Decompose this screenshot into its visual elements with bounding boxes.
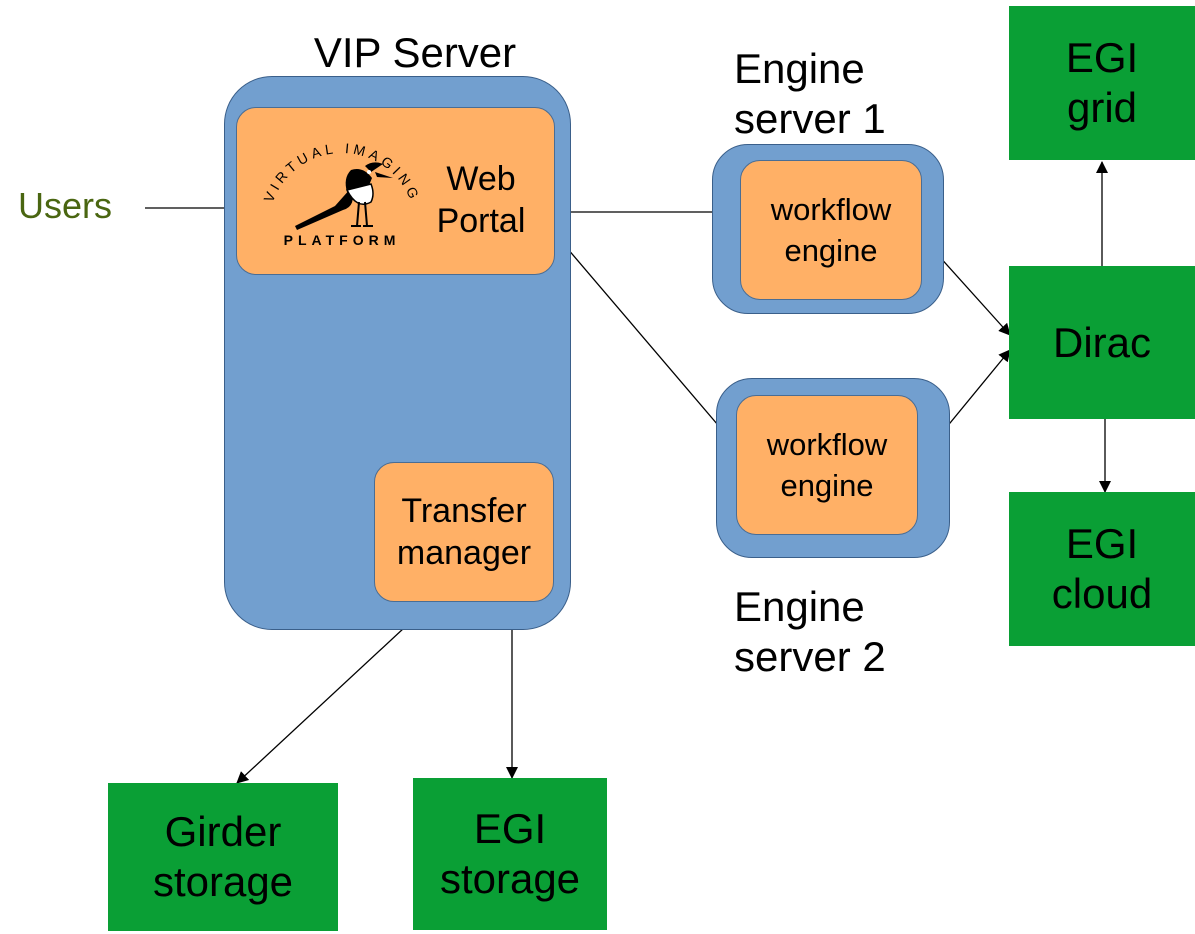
arrow-transfer-to-girder bbox=[236, 601, 433, 784]
girder-storage-label: Girder storage bbox=[152, 808, 294, 905]
vip-server-title: VIP Server bbox=[313, 29, 517, 76]
users-label: Users bbox=[18, 185, 113, 226]
workflow-engine-1-box: workflow engine bbox=[740, 160, 922, 300]
web-portal-box: VIRTUAL IMAGING PLATFORM Web Portal bbox=[236, 107, 555, 275]
egi-grid-label: EGI grid bbox=[1065, 34, 1139, 131]
girder-storage-box: Girder storage bbox=[108, 783, 338, 931]
engine-server-2-title: Engine server 2 bbox=[734, 583, 886, 680]
dirac-box: Dirac bbox=[1009, 266, 1195, 419]
workflow-engine-2-label: workflow engine bbox=[766, 427, 888, 503]
egi-cloud-box: EGI cloud bbox=[1009, 492, 1195, 646]
transfer-manager-label: Transfer manager bbox=[396, 492, 532, 572]
arrow-portal-to-engine-2 bbox=[566, 247, 736, 446]
web-portal-label: Web Portal bbox=[436, 160, 526, 240]
workflow-engine-1-label: workflow engine bbox=[770, 192, 892, 268]
vip-logo: VIRTUAL IMAGING PLATFORM bbox=[260, 140, 423, 248]
egi-storage-box: EGI storage bbox=[413, 778, 607, 930]
logo-arc-text: VIRTUAL IMAGING bbox=[260, 140, 423, 205]
logo-platform-text: PLATFORM bbox=[284, 232, 401, 248]
egi-grid-box: EGI grid bbox=[1009, 6, 1195, 160]
magpie-bird-icon bbox=[295, 162, 393, 230]
engine-server-1-title: Engine server 1 bbox=[734, 45, 886, 142]
egi-cloud-label: EGI cloud bbox=[1051, 520, 1153, 617]
egi-storage-label: EGI storage bbox=[439, 805, 581, 902]
transfer-manager-box: Transfer manager bbox=[374, 462, 554, 602]
workflow-engine-2-box: workflow engine bbox=[736, 395, 918, 535]
dirac-label: Dirac bbox=[1052, 318, 1151, 366]
